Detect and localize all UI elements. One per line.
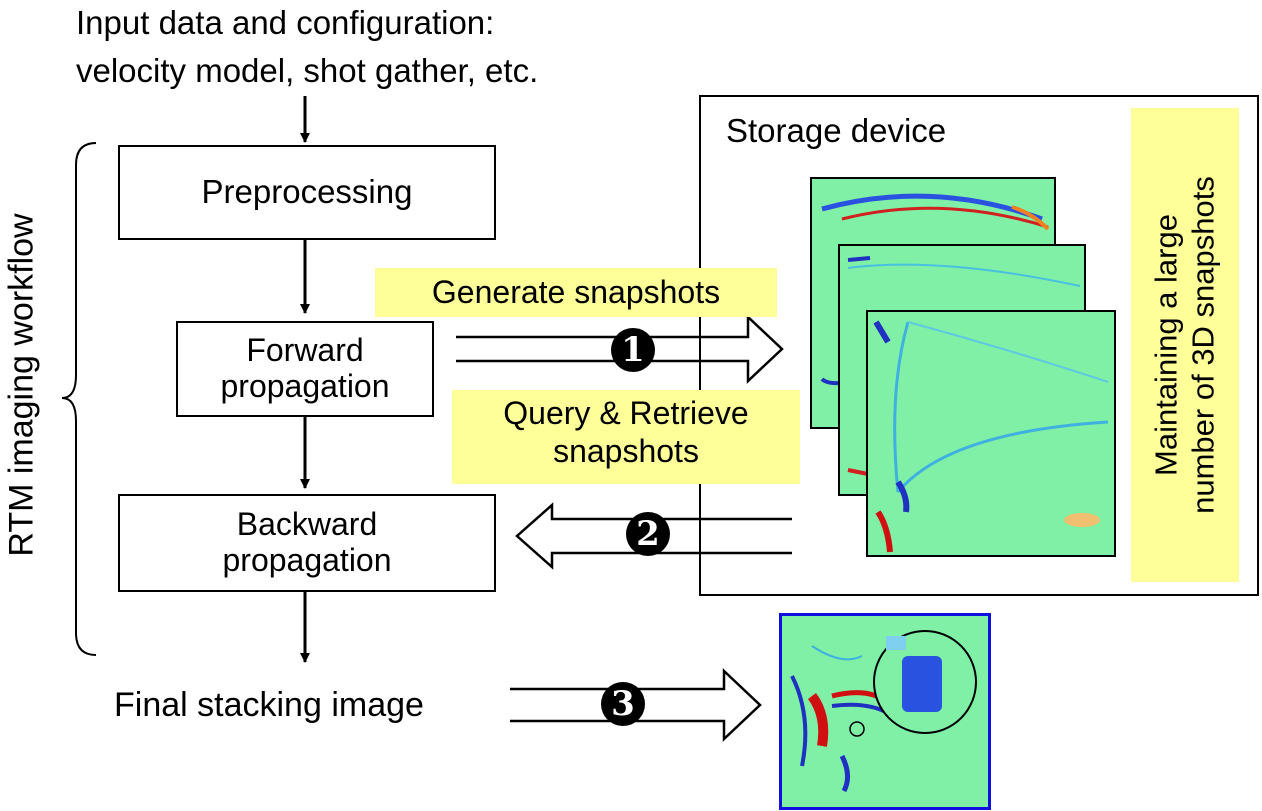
final-stacking-image xyxy=(779,613,991,810)
query-retrieve-line1: Query & Retrieve xyxy=(503,395,749,431)
workflow-brace xyxy=(61,142,97,656)
preprocessing-box: Preprocessing xyxy=(118,145,496,240)
forward-label-line1: Forward xyxy=(246,332,364,369)
storage-device-title: Storage device xyxy=(726,112,947,149)
input-description-line1: Input data and configuration: xyxy=(76,4,495,41)
input-description-line2: velocity model, shot gather, etc. xyxy=(76,52,539,89)
query-retrieve-line2: snapshots xyxy=(553,433,699,470)
storage-note-line2: number of 3D snapshots xyxy=(1185,176,1220,514)
backward-label-line2: propagation xyxy=(222,542,392,578)
workflow-vertical-label: RTM imaging workflow xyxy=(2,213,41,557)
storage-note-highlight: Maintaining a large number of 3D snapsho… xyxy=(1131,108,1239,582)
forward-propagation-box: Forward propagation xyxy=(176,321,434,417)
step-1-badge: 1 xyxy=(611,328,655,372)
forward-label-line2: propagation xyxy=(220,368,390,404)
final-stacking-label: Final stacking image xyxy=(114,686,424,724)
step-3-badge: 3 xyxy=(601,682,645,726)
snapshot-panel-3 xyxy=(866,310,1116,557)
backward-label-line1: Backward xyxy=(236,506,378,543)
storage-note-text: Maintaining a large number of 3D snapsho… xyxy=(1148,176,1221,514)
preprocessing-label: Preprocessing xyxy=(201,173,413,211)
generate-snapshots-label: Generate snapshots xyxy=(375,268,777,317)
storage-note-line1: Maintaining a large xyxy=(1148,214,1184,476)
storage-device-frame xyxy=(699,95,1259,596)
backward-propagation-box: Backward propagation xyxy=(118,494,496,592)
step-2-badge: 2 xyxy=(626,512,670,556)
query-retrieve-label: Query & Retrieve snapshots xyxy=(452,390,800,484)
